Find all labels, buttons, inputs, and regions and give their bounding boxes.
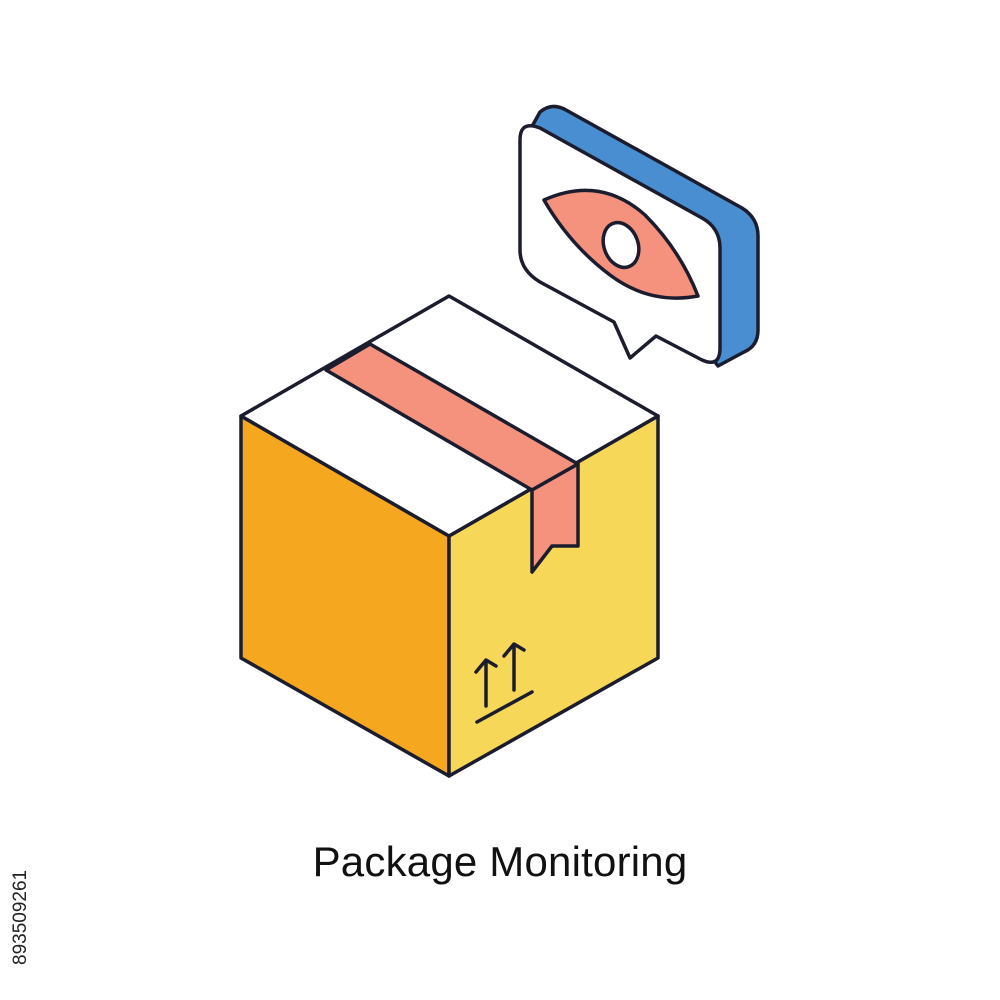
illustration-caption: Package Monitoring [312,838,688,885]
eye-icon [542,188,700,300]
speech-bubble-icon [518,104,760,368]
this-side-up-icon [474,642,534,724]
package-box-icon [239,294,660,778]
image-id-text: 893509261 [10,869,31,965]
eye-pupil [601,220,641,270]
image-id-label: 893509261 [4,760,36,965]
box-tape-side [530,462,580,574]
